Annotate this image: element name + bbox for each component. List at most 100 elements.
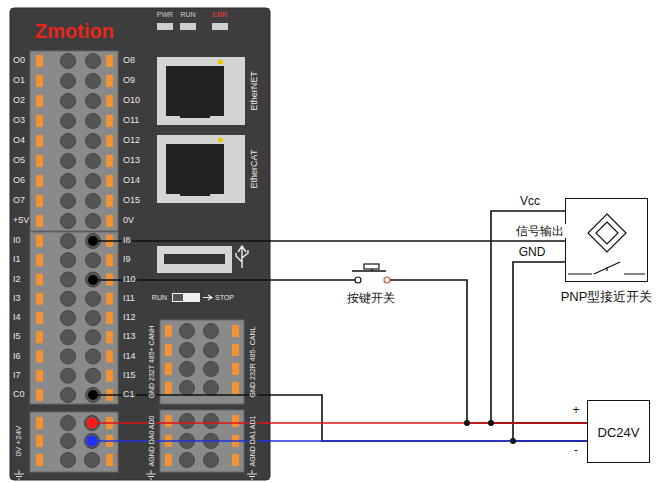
proximity-sensor-box: PNP型接近开关: [565, 198, 648, 282]
push-button-symbol: [361, 275, 385, 285]
terminal-label: 0V +24V: [15, 425, 24, 458]
terminal-label: GND 232R 485- CANL: [249, 326, 257, 399]
terminal-label: I2: [12, 275, 22, 285]
terminal-label: EtherNET: [250, 70, 260, 112]
ethernet-port: [157, 57, 245, 125]
status-led: [212, 23, 228, 30]
terminal-block: [86, 253, 101, 268]
terminal-block: [36, 312, 43, 324]
terminal-block: [106, 254, 113, 266]
terminal-label: I0: [12, 236, 22, 246]
terminal-block: [86, 74, 101, 89]
wire-label: GND: [517, 245, 548, 259]
wire: [270, 280, 587, 423]
wire: [270, 440, 587, 442]
junction-dot: [464, 420, 470, 426]
terminal-block: [165, 382, 172, 394]
wire: [270, 240, 565, 242]
internal-wire: [93, 240, 270, 242]
terminal-block: [86, 94, 101, 109]
terminal-block: [61, 272, 76, 287]
junction-dot: [510, 438, 516, 444]
terminal-block: [36, 195, 43, 207]
ethernet-port: [180, 110, 210, 118]
terminal-block: [165, 415, 172, 427]
terminal-block: [232, 325, 239, 337]
terminal-block: [36, 135, 43, 147]
terminal-block: [106, 75, 113, 87]
usb-port: [157, 246, 232, 273]
terminal-block: [204, 343, 219, 358]
terminal-block: [106, 195, 113, 207]
terminal-block: [86, 291, 101, 306]
terminal-block: [36, 155, 43, 167]
sensor-symbol: [568, 262, 645, 274]
terminal-block: [36, 235, 43, 247]
terminal-label: O5: [12, 156, 26, 166]
terminal-block: [106, 95, 113, 107]
terminal-block: [61, 330, 76, 345]
terminal-block: [61, 453, 76, 468]
terminal-block: [30, 51, 244, 472]
terminal-block: [61, 114, 76, 129]
terminal-block: [106, 454, 113, 466]
terminal-block: [61, 388, 76, 403]
wire: [270, 422, 587, 424]
terminal-block: [36, 215, 43, 227]
wire-label: 信号输出: [514, 224, 566, 238]
terminal-block: [180, 362, 195, 377]
terminal-block: [106, 370, 113, 382]
terminal-block: [61, 416, 76, 431]
terminal-block: [61, 253, 76, 268]
terminal-label: ERR: [212, 11, 229, 19]
terminal-block: [36, 175, 43, 187]
terminal-dot: [87, 436, 98, 447]
terminal-block: [36, 417, 43, 429]
terminal-block: [160, 320, 244, 404]
terminal-block: [204, 362, 219, 377]
terminal-label: O15: [122, 196, 141, 206]
terminal-label: GND 232T 485+ CANH: [148, 325, 156, 400]
run-stop-switch: [172, 293, 200, 302]
terminal-block: [86, 368, 101, 383]
terminal-block: [61, 214, 76, 229]
terminal-block: [61, 291, 76, 306]
terminal-dot: [87, 418, 98, 429]
terminal-block: [106, 115, 113, 127]
status-led: [180, 23, 196, 30]
terminal-block: [232, 415, 239, 427]
terminal-block: [86, 311, 101, 326]
terminal-block: [36, 331, 43, 343]
push-button-symbol: [364, 264, 379, 269]
terminal-label: EtherCAT: [250, 149, 260, 190]
terminal-label: I11: [122, 294, 136, 304]
terminal-block: [204, 324, 219, 339]
terminal-sign: +: [571, 404, 580, 417]
wire: [270, 395, 587, 441]
ethernet-port: [157, 135, 245, 203]
terminal-block: [106, 55, 113, 67]
ethernet-port: [166, 144, 224, 194]
power-supply-box: DC24V: [587, 400, 650, 463]
terminal-label: O9: [122, 76, 136, 86]
controller-housing: Zmotion: [10, 8, 270, 480]
usb-port: [157, 246, 248, 273]
ground-symbol: [146, 470, 156, 479]
sensor-symbol: [588, 214, 626, 252]
terminal-label: I12: [122, 313, 137, 323]
internal-wire: [92, 422, 270, 424]
terminal-label: O1: [12, 76, 26, 86]
terminal-block: [61, 194, 76, 209]
terminal-block: [106, 215, 113, 227]
terminal-block: [106, 312, 113, 324]
terminal-block: [36, 274, 43, 286]
terminal-block: [204, 453, 219, 468]
terminal-block: [180, 453, 195, 468]
terminal-label: RUN: [179, 11, 196, 19]
brand-logo: Zmotion: [35, 20, 114, 43]
ethernet-port: [218, 138, 223, 142]
terminal-block: [180, 381, 195, 396]
terminal-dot: [88, 275, 98, 285]
internal-wire: [93, 394, 270, 396]
terminal-block: [180, 414, 195, 429]
